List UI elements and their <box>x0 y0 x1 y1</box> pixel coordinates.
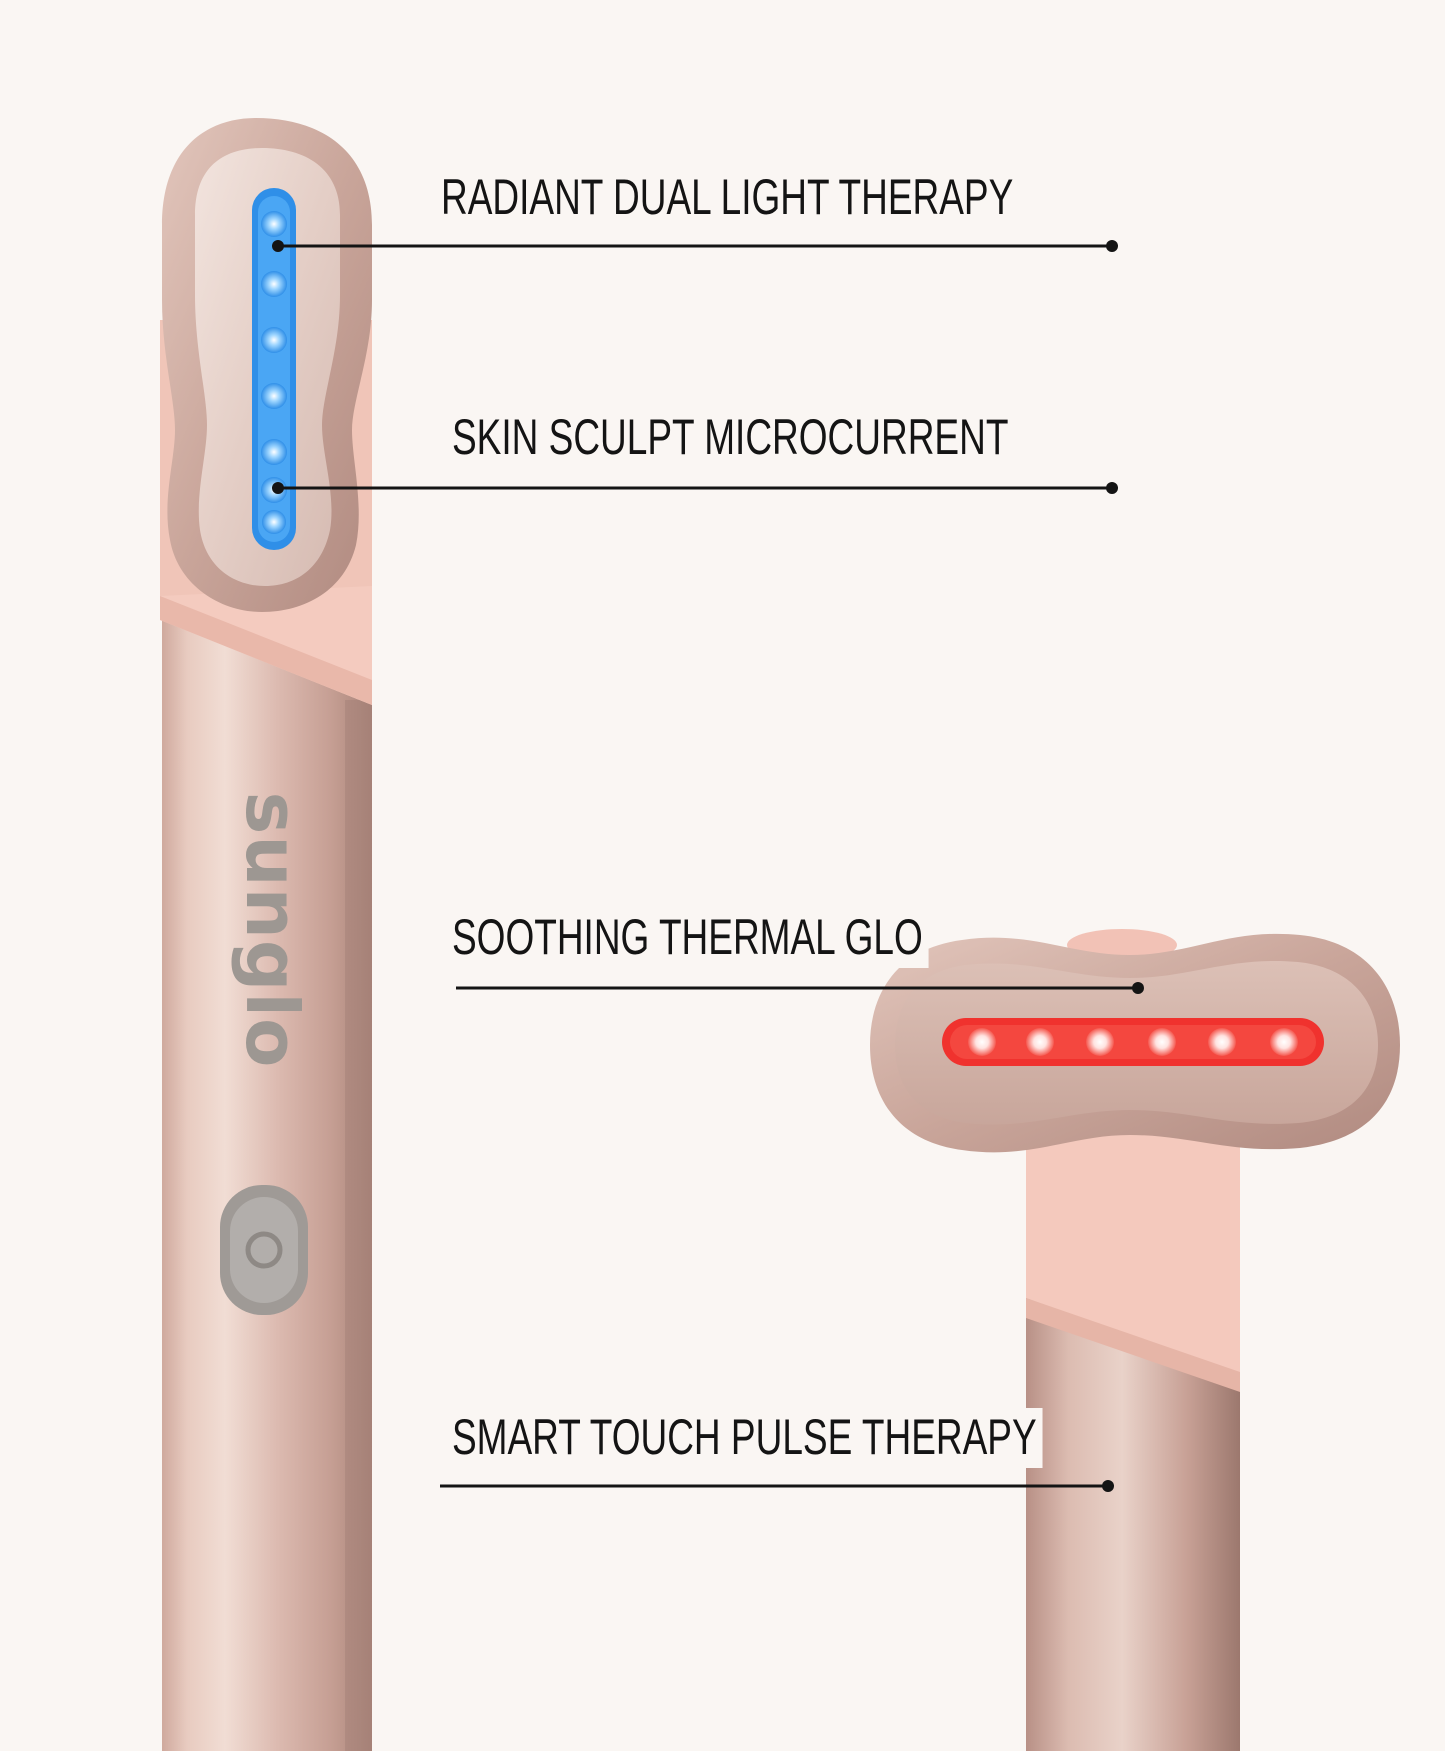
blue-led <box>261 383 287 409</box>
power-icon <box>245 1231 283 1269</box>
power-button[interactable] <box>220 1185 308 1315</box>
blue-led <box>261 327 287 353</box>
red-led <box>1208 1028 1236 1056</box>
right-body <box>1026 1298 1240 1751</box>
red-led <box>1026 1028 1054 1056</box>
right-wand <box>870 929 1400 1751</box>
red-led <box>1270 1028 1298 1056</box>
red-led <box>1148 1028 1176 1056</box>
red-led <box>1086 1028 1114 1056</box>
callout-skin-sculpt-microcurrent: SKIN SCULPT MICROCURRENT <box>452 409 1009 465</box>
blue-led <box>261 439 287 465</box>
brand-logo: sunglo <box>230 791 314 1069</box>
callout-line-thermal <box>456 982 1144 994</box>
blue-led <box>262 510 286 534</box>
callout-line-pulse <box>440 1480 1114 1492</box>
callout-line-sculpt <box>272 482 1118 494</box>
red-led <box>968 1028 996 1056</box>
callout-radiant-dual-light-therapy: RADIANT DUAL LIGHT THERAPY <box>441 169 1014 225</box>
callout-line-radiant <box>272 240 1118 252</box>
right-collar <box>1026 1120 1240 1375</box>
callout-lines <box>272 240 1144 1492</box>
blue-led <box>261 211 287 237</box>
callout-soothing-thermal-glo: SOOTHING THERMAL GLO <box>452 908 929 968</box>
red-led-dots <box>968 1028 1298 1056</box>
callout-smart-touch-pulse-therapy: SMART TOUCH PULSE THERAPY <box>452 1408 1043 1468</box>
blue-led <box>261 271 287 297</box>
